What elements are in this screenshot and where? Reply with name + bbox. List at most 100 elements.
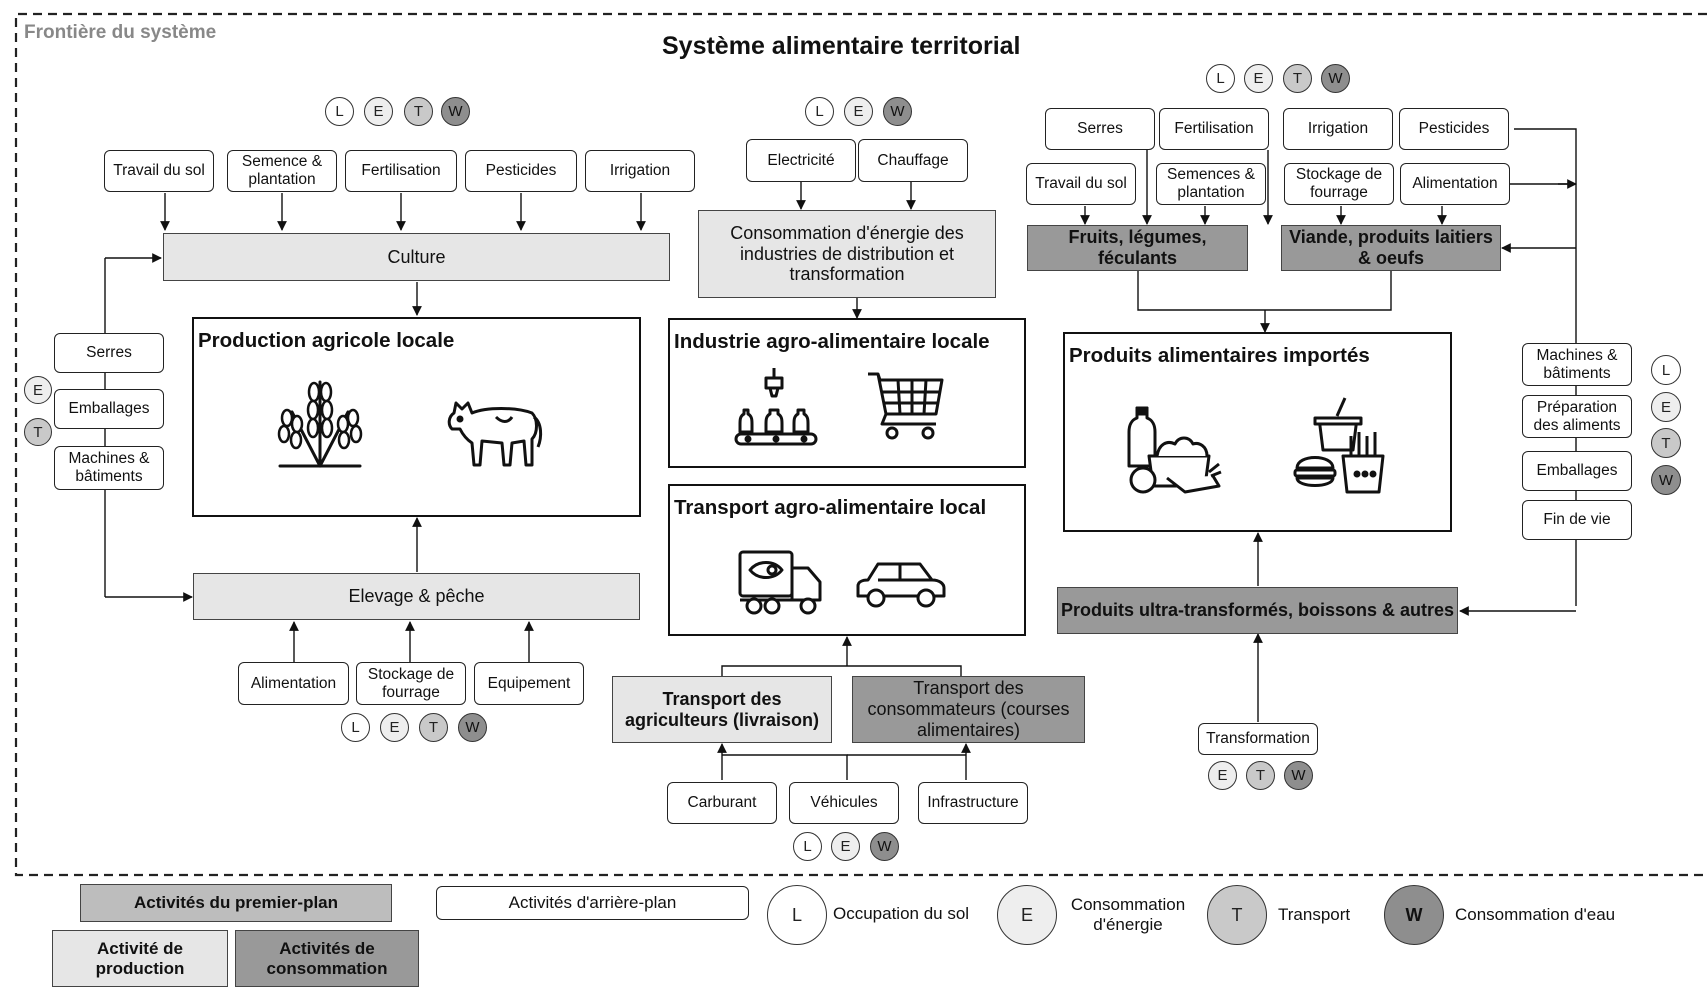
input-label: Chauffage	[877, 151, 949, 169]
shopping-cart-icon	[868, 372, 944, 440]
legend-background: Activités d'arrière-plan	[436, 886, 749, 920]
input-carburant: Carburant	[667, 782, 777, 824]
input-travail-du-sol: Travail du sol	[1026, 163, 1136, 205]
system-boundary	[14, 12, 1707, 877]
delivery-truck-icon	[738, 550, 822, 615]
input-alimentation: Alimentation	[238, 662, 349, 705]
input-label: Emballages	[1536, 462, 1618, 480]
legend-W-label: Consommation d'eau	[1455, 905, 1616, 924]
input-label: Equipement	[487, 674, 571, 692]
impact-W-icon: W	[1321, 64, 1350, 93]
input-fin-de-vie: Fin de vie	[1522, 500, 1632, 540]
input-chauffage: Chauffage	[858, 139, 968, 182]
input-label: Fin de vie	[1543, 511, 1611, 529]
fruits-label: Fruits, légumes, féculants	[1068, 227, 1207, 268]
input-label: Fertilisation	[1174, 120, 1254, 138]
input-label: Carburant	[687, 794, 757, 812]
input-irrigation: Irrigation	[585, 150, 695, 192]
impact-T-icon: T	[1246, 761, 1275, 790]
system-boundary-label: Frontière du système	[24, 22, 217, 43]
input-label: Alimentation	[250, 674, 337, 692]
input-travail-du-sol: Travail du sol	[104, 150, 214, 192]
input-label: Serres	[1077, 120, 1123, 138]
input-equipement: Equipement	[474, 662, 584, 705]
transport-farmers-label: Transport des agriculteurs (livraison)	[624, 688, 820, 730]
hub-production-agricole: Production agricole locale	[192, 317, 641, 517]
input-serres: Serres	[54, 333, 164, 373]
input-semence-plantation: Semence & plantation	[227, 150, 337, 192]
cow-icon	[447, 401, 543, 467]
input-label: Transformation	[1206, 730, 1310, 748]
legend-T-label: Transport	[1278, 905, 1351, 924]
transport-agriculteurs-box: Transport des agriculteurs (livraison)	[612, 676, 832, 743]
hub-transport: Transport agro-alimentaire local	[668, 484, 1026, 636]
ultra-label: Produits ultra-transformés, boissons & a…	[1060, 600, 1455, 621]
input-preparation-aliments: Préparation des aliments	[1522, 395, 1632, 438]
hub-industrie: Industrie agro-alimentaire locale	[668, 318, 1026, 468]
groceries-icon	[1127, 406, 1222, 494]
impact-E-icon: E	[24, 376, 52, 404]
legend-label: Activités d'arrière-plan	[508, 893, 677, 913]
input-stockage-fourrage: Stockage de fourrage	[356, 662, 466, 705]
legend-label: Activité de production	[95, 938, 185, 978]
legend-E-icon: E	[997, 885, 1057, 945]
energy-consumption-box: Consommation d'énergie des industries de…	[698, 210, 996, 298]
input-semences-plantation: Semences & plantation	[1156, 163, 1266, 205]
impact-L-icon: L	[793, 832, 822, 861]
impact-L-icon: L	[1651, 355, 1681, 385]
input-label: Travail du sol	[113, 162, 205, 180]
legend-L-icon: L	[767, 885, 827, 945]
viande-laitiers-box: Viande, produits laitiers & oeufs	[1281, 225, 1501, 271]
input-transformation: Transformation	[1198, 723, 1318, 755]
input-fertilisation: Fertilisation	[1159, 108, 1269, 150]
input-emballages: Emballages	[54, 389, 164, 429]
impact-W-icon: W	[870, 832, 899, 861]
legend-label: Consommation d'énergie	[1070, 895, 1186, 934]
input-label: Irrigation	[1307, 120, 1369, 138]
hub-title: Production agricole locale	[198, 329, 455, 352]
input-irrigation: Irrigation	[1283, 108, 1393, 150]
factory-conveyor-icon	[734, 368, 818, 446]
input-label: Semence & plantation	[241, 153, 323, 188]
hub-title: Transport agro-alimentaire local	[674, 496, 987, 519]
legend-W-icon: W	[1384, 885, 1444, 945]
impact-T-icon: T	[419, 713, 448, 742]
input-label: Stockage de fourrage	[367, 665, 455, 701]
impact-T-icon: T	[1651, 428, 1681, 458]
elevage-box: Elevage & pêche	[193, 573, 640, 620]
impact-E-icon: E	[1651, 392, 1681, 422]
input-label: Semences & plantation	[1167, 166, 1255, 201]
impact-T-icon: T	[1283, 64, 1312, 93]
impact-L-icon: L	[805, 97, 834, 126]
impact-E-icon: E	[364, 97, 393, 126]
culture-box: Culture	[163, 233, 670, 281]
impact-W-icon: W	[883, 97, 912, 126]
impact-E-icon: E	[831, 832, 860, 861]
legend-label: Activités de consommation	[266, 938, 388, 978]
input-label: Electricité	[767, 151, 835, 169]
legend-label: Activités du premier-plan	[133, 893, 339, 913]
input-label: Alimentation	[1412, 175, 1498, 193]
input-label: Machines & bâtiments	[1536, 346, 1618, 382]
impact-E-icon: E	[380, 713, 409, 742]
impact-W-icon: W	[458, 713, 487, 742]
culture-label: Culture	[387, 246, 446, 267]
transport-consommateurs-box: Transport des consommateurs (courses ali…	[852, 676, 1085, 743]
wheat-icon	[277, 380, 363, 468]
energy-consumption-label: Consommation d'énergie des industries de…	[730, 222, 964, 285]
input-label: Pesticides	[485, 162, 557, 180]
input-label: Emballages	[68, 400, 150, 418]
input-vehicules: Véhicules	[789, 782, 899, 824]
impact-T-icon: T	[24, 418, 52, 446]
legend-T-icon: T	[1207, 885, 1267, 945]
meat-label: Viande, produits laitiers & oeufs	[1289, 227, 1493, 268]
diagram-title: Système alimentaire territorial	[662, 32, 1021, 60]
hub-title: Industrie agro-alimentaire locale	[674, 330, 990, 353]
input-label: Préparation des aliments	[1533, 398, 1621, 434]
input-label: Infrastructure	[927, 794, 1019, 812]
input-label: Véhicules	[810, 794, 878, 812]
input-label: Travail du sol	[1035, 175, 1127, 193]
input-label: Machines & bâtiments	[68, 450, 150, 485]
input-machines-batiments: Machines & bâtiments	[54, 446, 164, 490]
